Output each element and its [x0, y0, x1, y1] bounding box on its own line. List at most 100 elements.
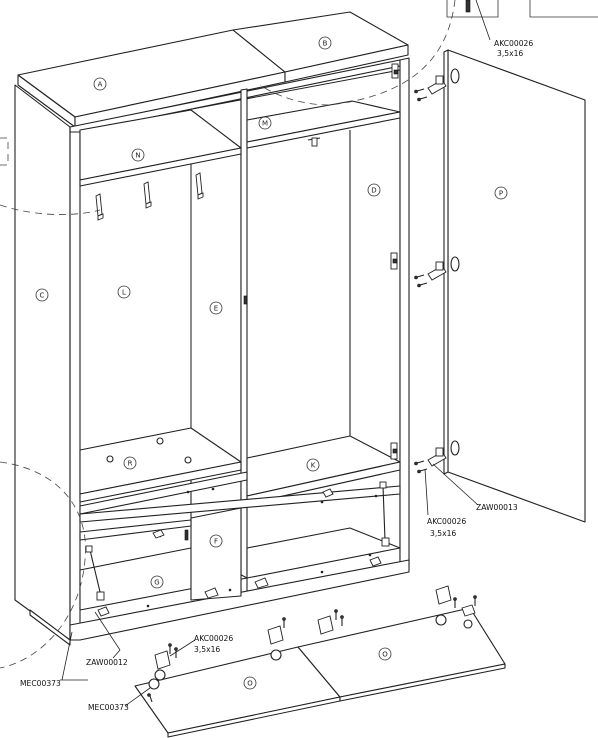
top-panel-a: [17, 29, 286, 128]
flap-screws: [147, 595, 477, 703]
part-badge-m: M: [258, 116, 272, 130]
right-side-hinges: [390, 63, 399, 460]
door-hinges: [427, 75, 447, 467]
screw-icon: [453, 597, 457, 608]
callout-mec-left: MEC00373: [20, 679, 61, 688]
concealed-hinge-icon: [204, 587, 219, 599]
part-badge-b: B: [318, 36, 332, 50]
shelf-hole: [106, 455, 114, 463]
swing-arcs: [0, 0, 456, 669]
svg-text:P: P: [499, 190, 503, 198]
connector-icon: [243, 295, 248, 305]
svg-text:A: A: [98, 81, 103, 89]
concealed-hinge-icon: [152, 529, 165, 539]
part-badge-d: D: [367, 183, 381, 197]
akc-mid-code: AKC00026: [194, 634, 233, 643]
akc-low-code: AKC00026: [427, 517, 466, 526]
part-badge-a: A: [93, 77, 107, 91]
concealed-hinge-icon: [322, 488, 334, 498]
concealed-hinge-icon: [97, 606, 110, 617]
screw-icon: [473, 595, 477, 606]
screw-icon: [147, 693, 153, 703]
callout-zaw-right: ZAW00013: [476, 503, 518, 512]
mec-bottom-code: MEC00373: [88, 703, 129, 712]
concealed-hinge-icon: [461, 604, 476, 629]
callout-mec-bottom: MEC00373: [88, 703, 129, 712]
shelf-hole: [184, 456, 192, 464]
hinge-cup-hole: [450, 68, 460, 84]
svg-text:B: B: [323, 40, 328, 48]
screws: [414, 88, 428, 474]
screw-icon: [168, 643, 172, 654]
concealed-hinge-icon: [267, 625, 284, 661]
door-panel-p: [443, 49, 586, 523]
concealed-hinge-icon: [427, 261, 447, 281]
akc-mid-size: 3,5x16: [194, 645, 220, 654]
callout-akc-top: AKC00026 3,5x16: [494, 39, 533, 58]
concealed-hinge-icon: [369, 556, 382, 567]
screw-icon: [417, 282, 428, 288]
leader-lines: [60, 0, 491, 707]
zaw-right-code: ZAW00013: [476, 503, 518, 512]
svg-text:R: R: [128, 460, 133, 468]
mec-left-code: MEC00373: [20, 679, 61, 688]
svg-text:K: K: [311, 462, 316, 470]
svg-text:O: O: [247, 680, 253, 688]
callout-akc-mid: AKC00026 3,5x16: [194, 634, 233, 654]
hinge-cup-hole: [450, 256, 460, 272]
hinge-plates: [97, 488, 382, 617]
svg-text:M: M: [262, 120, 268, 128]
concealed-hinge-icon: [427, 75, 447, 95]
rail-holder: [311, 137, 318, 147]
part-badge-e: E: [209, 301, 223, 315]
screw-icon: [414, 274, 425, 280]
screw-icon: [414, 88, 425, 94]
callout-akc-low: AKC00026 3,5x16: [427, 517, 466, 538]
concealed-hinge-icon: [427, 447, 447, 467]
svg-text:G: G: [154, 579, 159, 587]
svg-text:D: D: [371, 187, 376, 195]
zaw-left-code: ZAW00012: [86, 658, 128, 667]
gas-strut-icon: [379, 481, 390, 547]
part-badge-r: R: [123, 456, 137, 470]
part-badge-o-right: O: [378, 647, 392, 661]
coat-hook-icon: [143, 181, 152, 209]
screw-icon: [417, 468, 428, 474]
screw-icon: [174, 647, 178, 658]
concealed-hinge-icon: [390, 252, 398, 270]
flap-door-right-o: [297, 607, 506, 702]
screw-icon: [340, 615, 344, 626]
concealed-hinge-icon: [390, 442, 398, 460]
akc-top-code: AKC00026: [494, 39, 533, 48]
svg-text:F: F: [214, 538, 218, 546]
wardrobe-carcass: [14, 57, 410, 646]
part-badge-p: P: [494, 186, 508, 200]
svg-text:N: N: [135, 152, 140, 160]
connector-icon: [184, 529, 189, 541]
screw-icon: [417, 96, 428, 102]
akc-low-size: 3,5x16: [430, 529, 456, 538]
concealed-hinge-icon: [435, 585, 452, 626]
detail-frames: [446, 0, 598, 18]
svg-text:L: L: [122, 289, 126, 297]
shelf-hole: [156, 437, 164, 445]
svg-text:O: O: [382, 651, 388, 659]
part-badge-n: N: [131, 148, 145, 162]
akc-top-size: 3,5x16: [497, 49, 523, 58]
svg-text:C: C: [40, 292, 45, 300]
screw-icon: [414, 460, 425, 466]
shelf-pin-holes: [106, 437, 378, 608]
coat-hook-icon: [195, 172, 204, 200]
part-badge-l: L: [117, 285, 131, 299]
screw-icon: [282, 617, 286, 628]
part-badge-o-left: O: [243, 676, 257, 690]
flap-hinges: [148, 585, 476, 690]
hinge-cup-hole: [450, 440, 460, 456]
gas-strut-icon: [85, 545, 105, 601]
screw-icon: [334, 609, 338, 620]
part-badge-f: F: [209, 534, 223, 548]
part-badge-c: C: [35, 288, 49, 302]
part-badge-g: G: [150, 575, 164, 589]
concealed-hinge-icon: [317, 615, 334, 635]
